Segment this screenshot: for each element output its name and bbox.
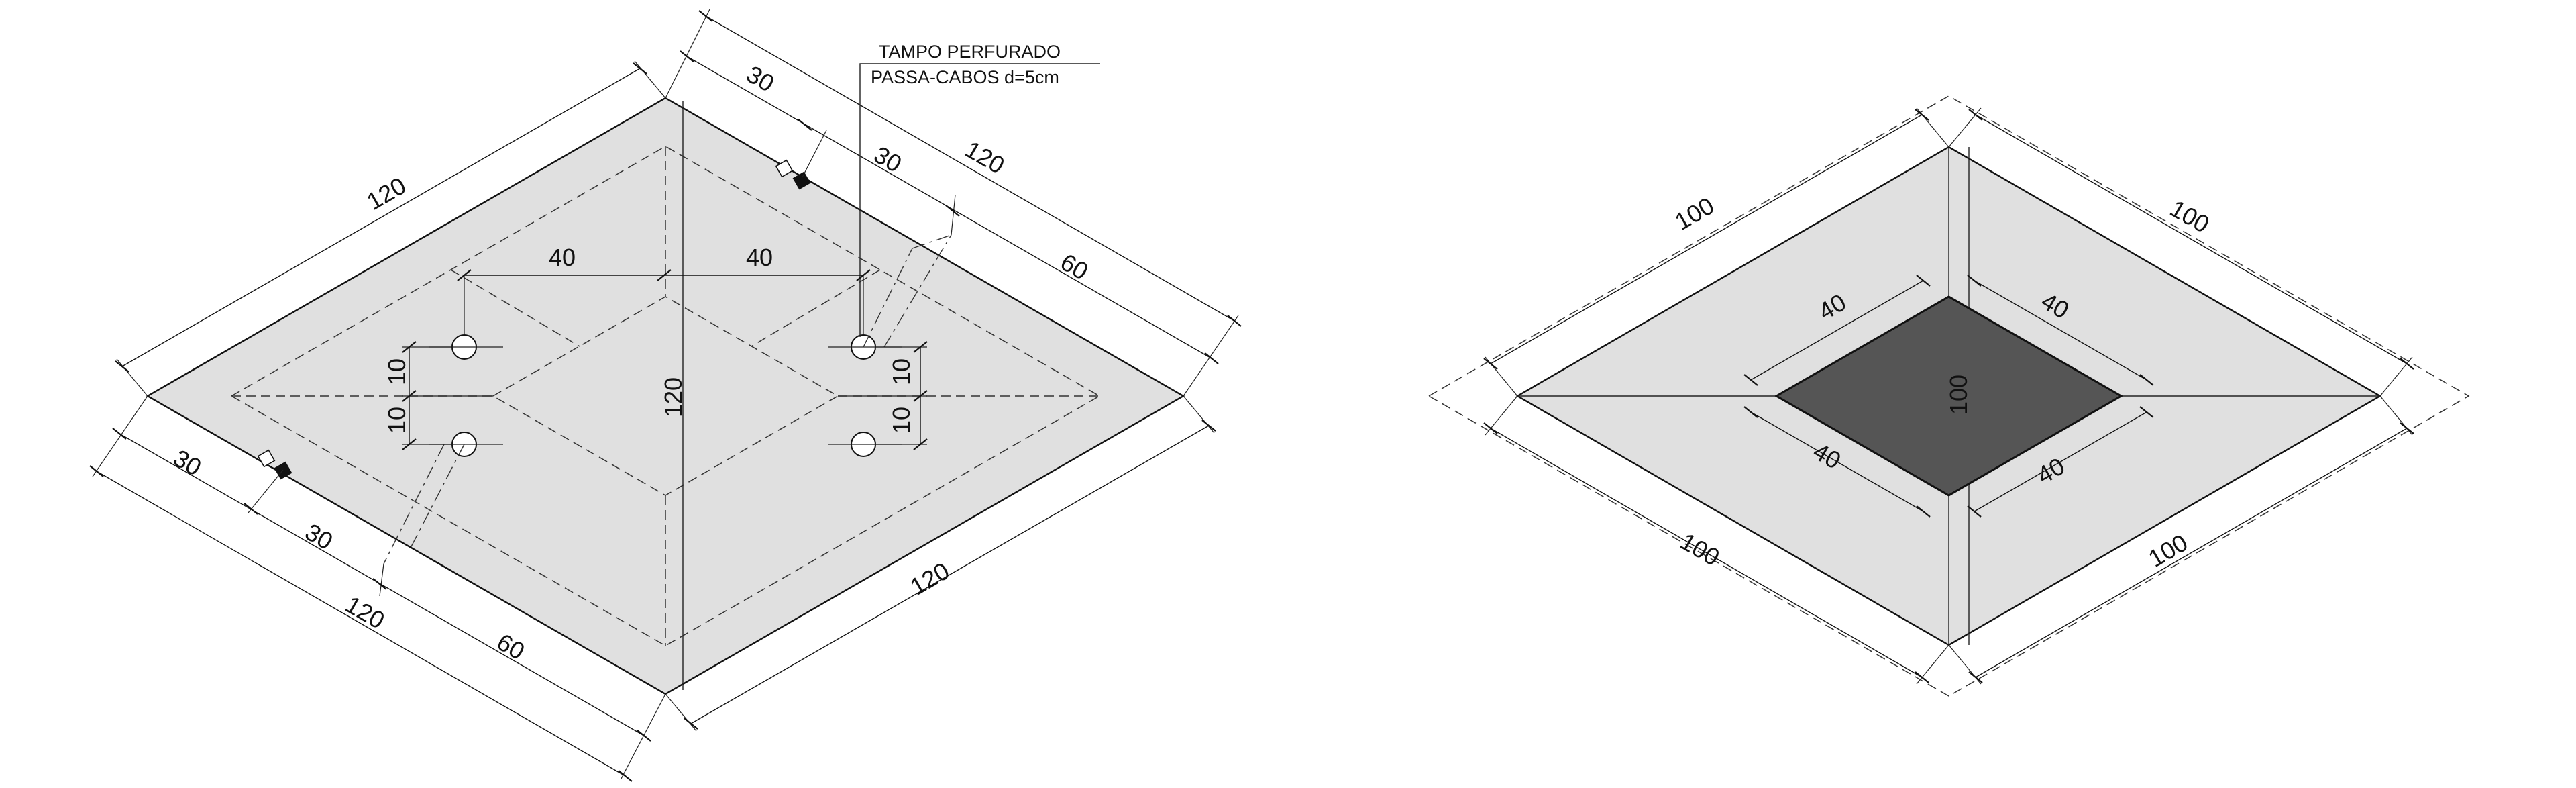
left-cable-channel-lower xyxy=(383,444,465,564)
right-recess-square xyxy=(1774,295,2124,497)
dim-half-width-right: 40 xyxy=(746,244,773,271)
callout-line-1: TAMPO PERFURADO xyxy=(879,42,1061,62)
dim-outer-top-left: 100 xyxy=(1670,191,1719,236)
dim-hole-right-lower: 10 xyxy=(888,407,915,434)
dim-top-right-seg-b: 30 xyxy=(869,140,906,178)
dim-half-width-left: 40 xyxy=(549,244,576,271)
dim-outer-top-right: 100 xyxy=(2165,194,2214,238)
left-inner-dashed-outline xyxy=(230,146,1101,646)
dim-outer-bottom-right: 100 xyxy=(2144,528,2193,573)
dim-right-center-height: 100 xyxy=(1945,375,1972,415)
dim-center-height: 120 xyxy=(659,377,687,417)
dim-bottom-left-seg-c: 60 xyxy=(492,628,529,665)
dim-hole-left-upper: 10 xyxy=(383,358,411,385)
left-dash-conn-a xyxy=(450,269,580,347)
dim-bottom-left-seg-b: 30 xyxy=(301,518,337,555)
dim-bottom-right-edge: 120 xyxy=(906,556,955,601)
dim-top-left-edge: 120 xyxy=(362,171,411,215)
dim-bottom-left-overall: 120 xyxy=(341,590,390,634)
left-edge-marker-upper xyxy=(775,159,811,190)
dim-hole-left-lower: 10 xyxy=(383,407,411,434)
left-cable-channel-upper xyxy=(863,234,952,348)
callout-line-2: PASSA-CABOS d=5cm xyxy=(871,67,1059,87)
right-outer-dashed-outline xyxy=(1428,95,2470,697)
dim-top-right-overall: 120 xyxy=(961,135,1010,179)
right-view: 100 100 100 100 40 xyxy=(1428,95,2470,697)
dim-outer-bottom-left: 100 xyxy=(1676,527,1725,571)
dim-hole-right-upper: 10 xyxy=(888,358,915,385)
callout-tampo-perfurado: TAMPO PERFURADO PASSA-CABOS d=5cm xyxy=(859,42,1100,337)
left-dash-conn-b xyxy=(751,269,881,347)
left-view: TAMPO PERFURADO PASSA-CABOS d=5cm 120 12… xyxy=(89,9,1242,782)
dim-bottom-left-seg-a: 30 xyxy=(169,444,206,481)
dim-top-right-seg-c: 60 xyxy=(1056,248,1093,285)
